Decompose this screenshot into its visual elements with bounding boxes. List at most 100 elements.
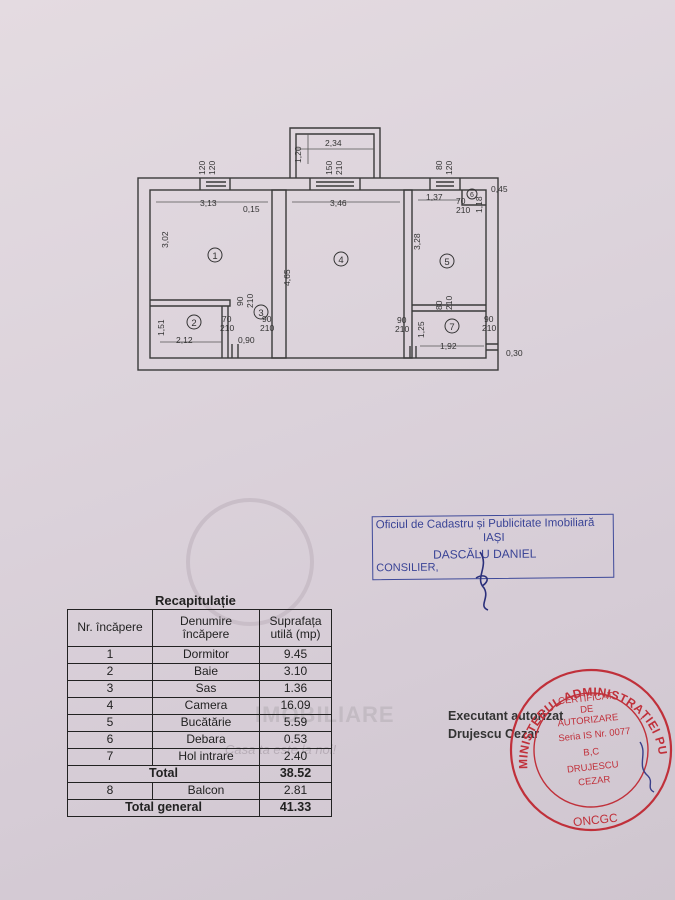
cell-name: Dormitor	[152, 646, 260, 664]
door-2	[231, 344, 239, 358]
header-area: Suprafața utilă (mp)	[259, 609, 332, 647]
entry-door	[486, 343, 498, 351]
dim-label: 80	[434, 300, 444, 310]
dim-label: 80	[434, 160, 444, 170]
stamp-line: CONSILIER,	[376, 561, 439, 575]
dim-label: 3,02	[160, 231, 170, 248]
cell-name: Sas	[152, 680, 260, 698]
executant-name: Drujescu Cezar	[448, 727, 540, 741]
room-number: 4	[338, 255, 343, 266]
stamp-line: Oficiul de Cadastru și Publicitate Imobi…	[375, 516, 595, 532]
cell-nr: 6	[67, 731, 153, 749]
room-number: 1	[212, 251, 217, 262]
room-number: 6	[470, 192, 474, 199]
dim-label: 4,65	[282, 269, 292, 286]
window-4	[309, 178, 361, 190]
room-number: 5	[444, 257, 449, 268]
dim-label: 210	[395, 324, 409, 334]
cell-name: Debara	[152, 731, 260, 749]
dim-label: 210	[482, 323, 496, 333]
header-nr: Nr. încăpere	[67, 609, 153, 647]
cell-nr: 3	[67, 680, 153, 698]
cell-name: Bucătărie	[152, 714, 260, 732]
dim-label: 120	[207, 161, 217, 175]
wall-4-5	[403, 189, 413, 359]
dim-label: 210	[334, 161, 344, 175]
dim-label: 0,45	[491, 184, 508, 194]
cell-area: 9.45	[259, 646, 332, 664]
cell-area: 16.09	[259, 697, 332, 715]
dim-label: 0,30	[506, 348, 523, 358]
cell-name: Hol intrare	[152, 748, 260, 766]
dim-label: 3,13	[200, 198, 217, 208]
dim-label: 1,51	[156, 319, 166, 336]
window-1	[199, 178, 231, 190]
debara-wall	[461, 190, 486, 206]
dim-label: 2,34	[325, 138, 342, 148]
dim-label: 3,46	[330, 198, 347, 208]
dim-label: 1,92	[440, 341, 457, 351]
recap-title: Recapitulație	[155, 593, 236, 608]
outer-wall-outer	[137, 177, 499, 371]
signature	[475, 551, 489, 611]
authorization-stamp: MINISTERUL ADMINISTRAȚIEI PUBLICE CERTIF…	[508, 658, 673, 832]
dim-label: 120	[197, 161, 207, 175]
stamp-line: Seria IS Nr. 0077	[558, 726, 631, 745]
dim-label: 1,20	[293, 146, 303, 163]
dim-label: 1,18	[474, 196, 484, 213]
stamp-line: B,C	[583, 746, 600, 759]
room-number: 2	[191, 318, 196, 329]
cell-name: Baie	[152, 663, 260, 681]
dim-label: 0,15	[243, 204, 260, 214]
total-label: Total	[67, 765, 260, 783]
dim-label: 120	[444, 161, 454, 175]
cell-area: 0.53	[259, 731, 332, 749]
floor-plan: 1 2 3 4 5 6 7 1,20 2,34 150 210 120 120 …	[137, 127, 523, 371]
header-name: Denumire încăpere	[152, 609, 260, 647]
dim-label: 90	[397, 315, 407, 325]
balcon-nr: 8	[67, 782, 153, 800]
cell-nr: 7	[67, 748, 153, 766]
grand-total-label: Total general	[67, 799, 260, 817]
stamp-line: CEZAR	[578, 774, 611, 788]
stamp-line: DE	[580, 704, 594, 716]
dim-label: 210	[245, 294, 255, 308]
cell-area: 3.10	[259, 663, 332, 681]
cell-nr: 1	[67, 646, 153, 664]
dim-label: 70	[456, 196, 466, 206]
total-value: 38.52	[259, 765, 332, 783]
recap-table: Nr. încăpere Denumire încăpere Suprafața…	[67, 609, 332, 817]
wall-1-4	[271, 189, 287, 359]
dim-label: 70	[222, 314, 232, 324]
cell-nr: 4	[67, 697, 153, 715]
stamp-bottom: ONCGC	[572, 811, 618, 830]
room-number: 3	[258, 308, 263, 319]
cell-area: 5.59	[259, 714, 332, 732]
room-number: 7	[449, 322, 454, 333]
outer-wall-inner	[149, 189, 487, 359]
grand-total-value: 41.33	[259, 799, 332, 817]
dim-label: 210	[456, 205, 470, 215]
cell-area: 1.36	[259, 680, 332, 698]
dim-label: 90	[262, 314, 272, 324]
dim-label: 3,28	[412, 233, 422, 250]
balcon-name: Balcon	[152, 782, 260, 800]
stamp-line: DRUJESCU	[567, 759, 620, 775]
balcon-area: 2.81	[259, 782, 332, 800]
dim-label: 90	[235, 296, 245, 306]
dim-label: 0,90	[238, 335, 255, 345]
dim-label: 210	[220, 323, 234, 333]
balcony-inner	[295, 133, 375, 178]
cell-nr: 2	[67, 663, 153, 681]
cell-name: Camera	[152, 697, 260, 715]
dim-label: 1,25	[416, 321, 426, 338]
dim-label: 90	[484, 314, 494, 324]
stamp-line: AUTORIZARE	[557, 712, 619, 729]
balcony-outer	[289, 127, 381, 178]
